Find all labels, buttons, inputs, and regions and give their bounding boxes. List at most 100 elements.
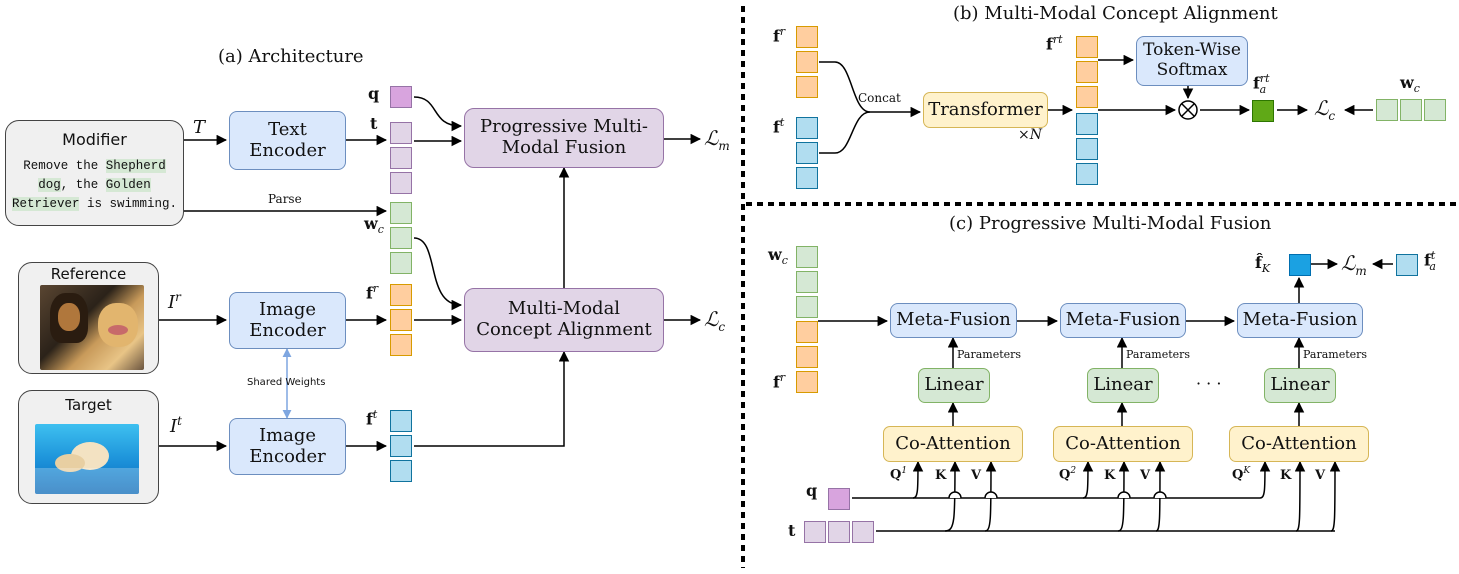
modifier-box: Modifier Remove the Shepherd dog, the Go… <box>5 120 184 226</box>
label-t: t <box>370 114 378 133</box>
meta-fusion-2: Meta-Fusion <box>1060 303 1186 338</box>
label-ft: ft <box>773 116 785 137</box>
wc-token <box>1400 99 1422 121</box>
loss-Lm: ℒm <box>704 126 730 153</box>
fa-token <box>1252 100 1274 122</box>
image-encoder-target: Image Encoder <box>229 418 346 475</box>
label-K: K <box>1280 468 1292 483</box>
t-token <box>852 521 874 543</box>
label-ft: ft <box>366 408 378 429</box>
label-fr: fr <box>773 25 786 46</box>
fr-token <box>390 284 412 306</box>
ft-token <box>390 410 412 432</box>
concept-alignment-box: Multi-Modal Concept Alignment <box>464 288 664 352</box>
transformer-box: Transformer <box>923 92 1048 128</box>
ft-token <box>796 117 818 139</box>
label-V: V <box>1315 468 1326 483</box>
ft-token <box>796 142 818 164</box>
label-V: V <box>971 468 982 483</box>
label-frt: frt <box>1046 33 1063 54</box>
frt-token <box>1076 61 1098 83</box>
fr-token <box>796 76 818 98</box>
fr-token <box>796 321 818 343</box>
target-swimming-dog-image <box>35 424 139 494</box>
linear-1: Linear <box>918 368 990 403</box>
label-fr: fr <box>773 371 786 392</box>
label-q: q <box>806 481 818 500</box>
token-wise-softmax-box: Token-Wise Softmax <box>1136 36 1248 86</box>
label-fa: frta <box>1253 72 1270 96</box>
linear-2: Linear <box>1087 368 1159 403</box>
wc-token <box>1376 99 1398 121</box>
ft-token <box>390 435 412 457</box>
title-progressive-fusion: (c) Progressive Multi-Modal Fusion <box>949 213 1272 234</box>
loss-Lm-detail: ℒm <box>1341 251 1367 278</box>
label-parse: Parse <box>268 192 302 206</box>
frt-token <box>1076 36 1098 58</box>
label-shared-weights: Shared Weights <box>247 377 326 388</box>
wc-token <box>1424 99 1446 121</box>
fr-token <box>390 309 412 331</box>
wc-token <box>796 246 818 268</box>
label-parameters: Parameters <box>957 348 1022 361</box>
fr-token <box>390 334 412 356</box>
loss-Lc: ℒc <box>704 307 726 334</box>
label-concat: Concat <box>858 91 901 105</box>
label-parameters: Parameters <box>1126 348 1191 361</box>
label-parameters: Parameters <box>1303 348 1368 361</box>
text-encoder: Text Encoder <box>229 111 346 170</box>
t-token <box>828 521 850 543</box>
label-t: t <box>788 521 796 540</box>
frt-token <box>1076 86 1098 108</box>
meta-fusion-k: Meta-Fusion <box>1237 303 1363 338</box>
t-token <box>390 172 412 194</box>
fat-token <box>1396 254 1418 276</box>
label-T: T <box>193 117 206 138</box>
label-q: q <box>368 84 380 103</box>
wc-token <box>796 296 818 318</box>
q-token <box>390 86 412 108</box>
ft-token <box>796 167 818 189</box>
ellipsis: · · · <box>1196 374 1222 393</box>
fr-token <box>796 26 818 48</box>
wc-token <box>390 252 412 274</box>
modifier-title: Modifier <box>62 130 127 149</box>
label-wc: wc <box>1400 73 1420 96</box>
target-title: Target <box>65 396 112 414</box>
reference-dogs-image <box>40 285 144 370</box>
image-encoder-reference: Image Encoder <box>229 292 346 349</box>
frt-token <box>1076 138 1098 160</box>
co-attention-2: Co-Attention <box>1053 426 1193 462</box>
label-fr: fr <box>366 282 379 303</box>
wc-token <box>390 227 412 249</box>
label-It: It <box>170 414 182 437</box>
meta-fusion-1: Meta-Fusion <box>890 303 1017 338</box>
label-fk: f̂K <box>1255 253 1271 276</box>
label-QK: QK <box>1232 466 1251 483</box>
label-times-n: ×N <box>1018 127 1042 143</box>
label-wc: wc <box>364 214 384 237</box>
t-token <box>390 122 412 144</box>
reference-title: Reference <box>50 265 127 283</box>
loss-Lc-detail: ℒc <box>1314 96 1336 123</box>
label-Q1: Q1 <box>890 466 908 483</box>
frt-token <box>1076 163 1098 185</box>
wc-token <box>796 271 818 293</box>
t-token <box>390 147 412 169</box>
fr-token <box>796 346 818 368</box>
fr-token <box>796 371 818 393</box>
wc-token <box>390 202 412 224</box>
label-Ir: Ir <box>168 290 181 313</box>
co-attention-k: Co-Attention <box>1229 426 1369 462</box>
label-Q2: Q2 <box>1059 466 1077 483</box>
label-K: K <box>935 468 947 483</box>
t-token <box>804 521 826 543</box>
q-token <box>828 488 850 510</box>
linear-k: Linear <box>1264 368 1336 403</box>
title-architecture: (a) Architecture <box>218 46 364 67</box>
ft-token <box>390 460 412 482</box>
modifier-text: Remove the Shepherd dog, the Golden Retr… <box>11 159 178 211</box>
label-K: K <box>1104 468 1116 483</box>
title-concept-alignment: (b) Multi-Modal Concept Alignment <box>953 3 1278 24</box>
